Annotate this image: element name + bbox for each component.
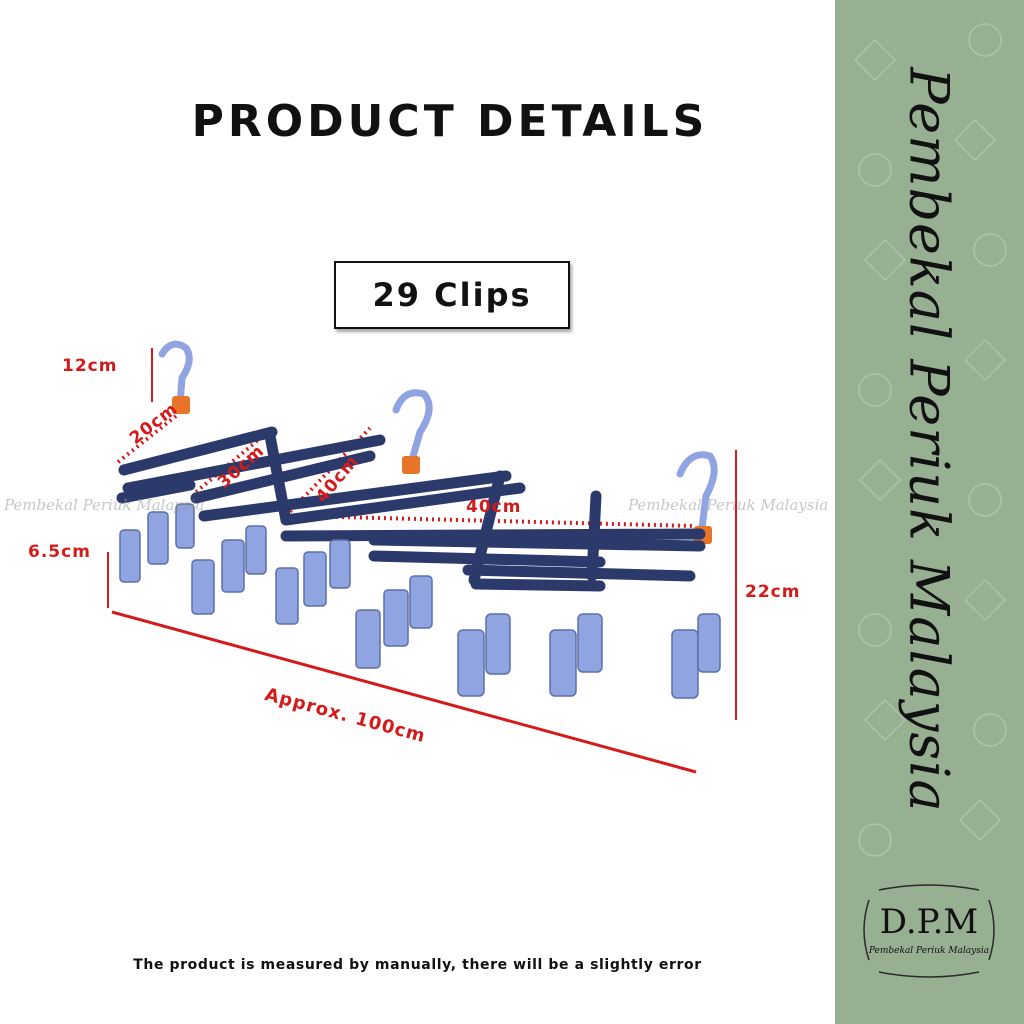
brand-vertical-text: Pembekal Periuk Malaysia (897, 67, 961, 813)
logo-frame (863, 884, 995, 978)
dpm-logo: D.P.M Pembekal Periuk Malaysia (859, 880, 999, 980)
hooks (158, 340, 718, 532)
logo-sub-text: Pembekal Periuk Malaysia (868, 946, 990, 956)
dim-width-40b: 40cm (466, 497, 522, 517)
joints (172, 396, 712, 544)
brand-sidebar: Pembekal Periuk Malaysia D.P.M Pembekal … (835, 0, 1024, 1024)
logo-main-text: D.P.M (879, 902, 979, 942)
page-title: PRODUCT DETAILS (191, 96, 709, 147)
rack-bars (116, 426, 706, 592)
clips (119, 503, 721, 699)
hanger-illustration (107, 340, 737, 774)
product-panel: PRODUCT DETAILS 29 Clips (4, 96, 829, 973)
floral-pattern (853, 23, 1007, 857)
dim-clip-height: 6.5cm (28, 542, 91, 562)
dimension-lines (107, 348, 737, 774)
dim-total-height: 22cm (745, 582, 801, 602)
disclaimer-text: The product is measured by manually, the… (133, 957, 702, 973)
watermark-left: Pembekal Periuk Malaysia (4, 496, 205, 514)
dim-hook-height: 12cm (62, 356, 118, 376)
watermark-right: Pembekal Periuk Malaysia (628, 496, 829, 514)
clip-count-badge: 29 Clips (334, 261, 570, 329)
